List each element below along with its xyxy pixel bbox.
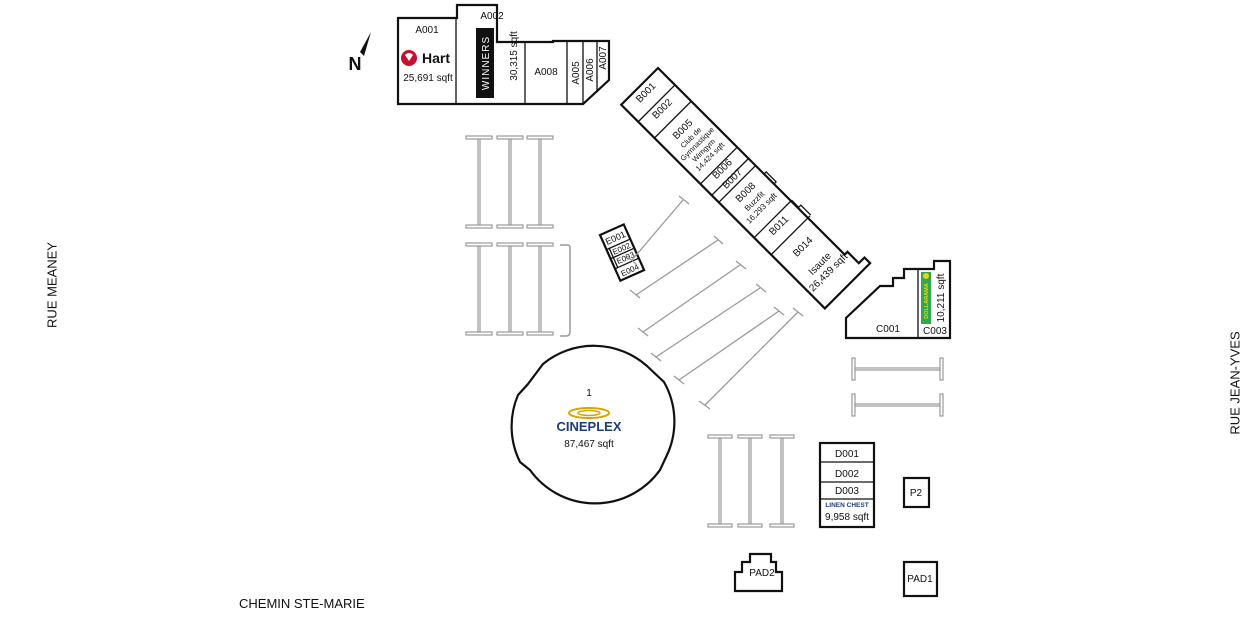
cinema-building: [510, 344, 676, 505]
tenant-name-cineplex: CINEPLEX: [556, 419, 621, 434]
hart-logo-icon: [401, 50, 417, 66]
unit-label-d001: D001: [835, 449, 859, 460]
parking-islands: [465, 135, 944, 528]
building-b: B001 B002 B005 Club de Gymnastique Wimgy…: [619, 66, 872, 310]
building-d: [818, 441, 876, 529]
tenant-name-linen-chest: LINEN CHEST: [825, 502, 868, 509]
unit-label-cinema: 1: [586, 388, 592, 399]
tenant-name-winners: WINNERS: [481, 36, 492, 90]
unit-label-a008: A008: [534, 67, 558, 78]
north-label: N: [349, 54, 362, 74]
unit-label-pad2: PAD2: [749, 568, 775, 579]
unit-label-p2: P2: [910, 488, 923, 499]
building-pad2: [733, 552, 784, 593]
unit-label-a005: A005: [571, 61, 582, 85]
tenant-area-cineplex: 87,467 sqft: [564, 439, 614, 450]
tenant-area-winners: 30,315 sqft: [509, 31, 520, 81]
winners-logo-icon: [476, 28, 494, 98]
tenant-area-dollarama: 10,211 sqft: [936, 273, 947, 322]
unit-label-c001: C001: [876, 324, 900, 335]
building-e: E001 E002 E003 E004: [598, 222, 646, 283]
unit-label-a001: A001: [415, 25, 439, 36]
unit-label-a007: A007: [598, 46, 609, 70]
tenant-area-linen-chest: 9,958 sqft: [825, 512, 869, 523]
building-a: [396, 3, 611, 106]
building-p2: [902, 476, 931, 509]
cineplex-logo-icon: [568, 407, 610, 419]
unit-label-a002: A002: [480, 11, 504, 22]
unit-label-pad1: PAD1: [907, 574, 933, 585]
unit-label-c003: C003: [923, 326, 947, 337]
tenant-name-dollarama: DOLLARAMA: [924, 283, 930, 318]
building-pad1: [902, 560, 939, 598]
tenant-name-hart: Hart: [422, 50, 450, 66]
street-label-chemin-ste-marie: CHEMIN STE-MARIE: [239, 596, 365, 611]
unit-label-a006: A006: [585, 58, 596, 82]
north-arrow-icon: N: [349, 32, 371, 74]
unit-label-d002: D002: [835, 469, 859, 480]
dollarama-logo-icon: [921, 272, 931, 324]
tenant-area-hart: 25,691 sqft: [403, 73, 453, 84]
unit-label-d003: D003: [835, 486, 859, 497]
